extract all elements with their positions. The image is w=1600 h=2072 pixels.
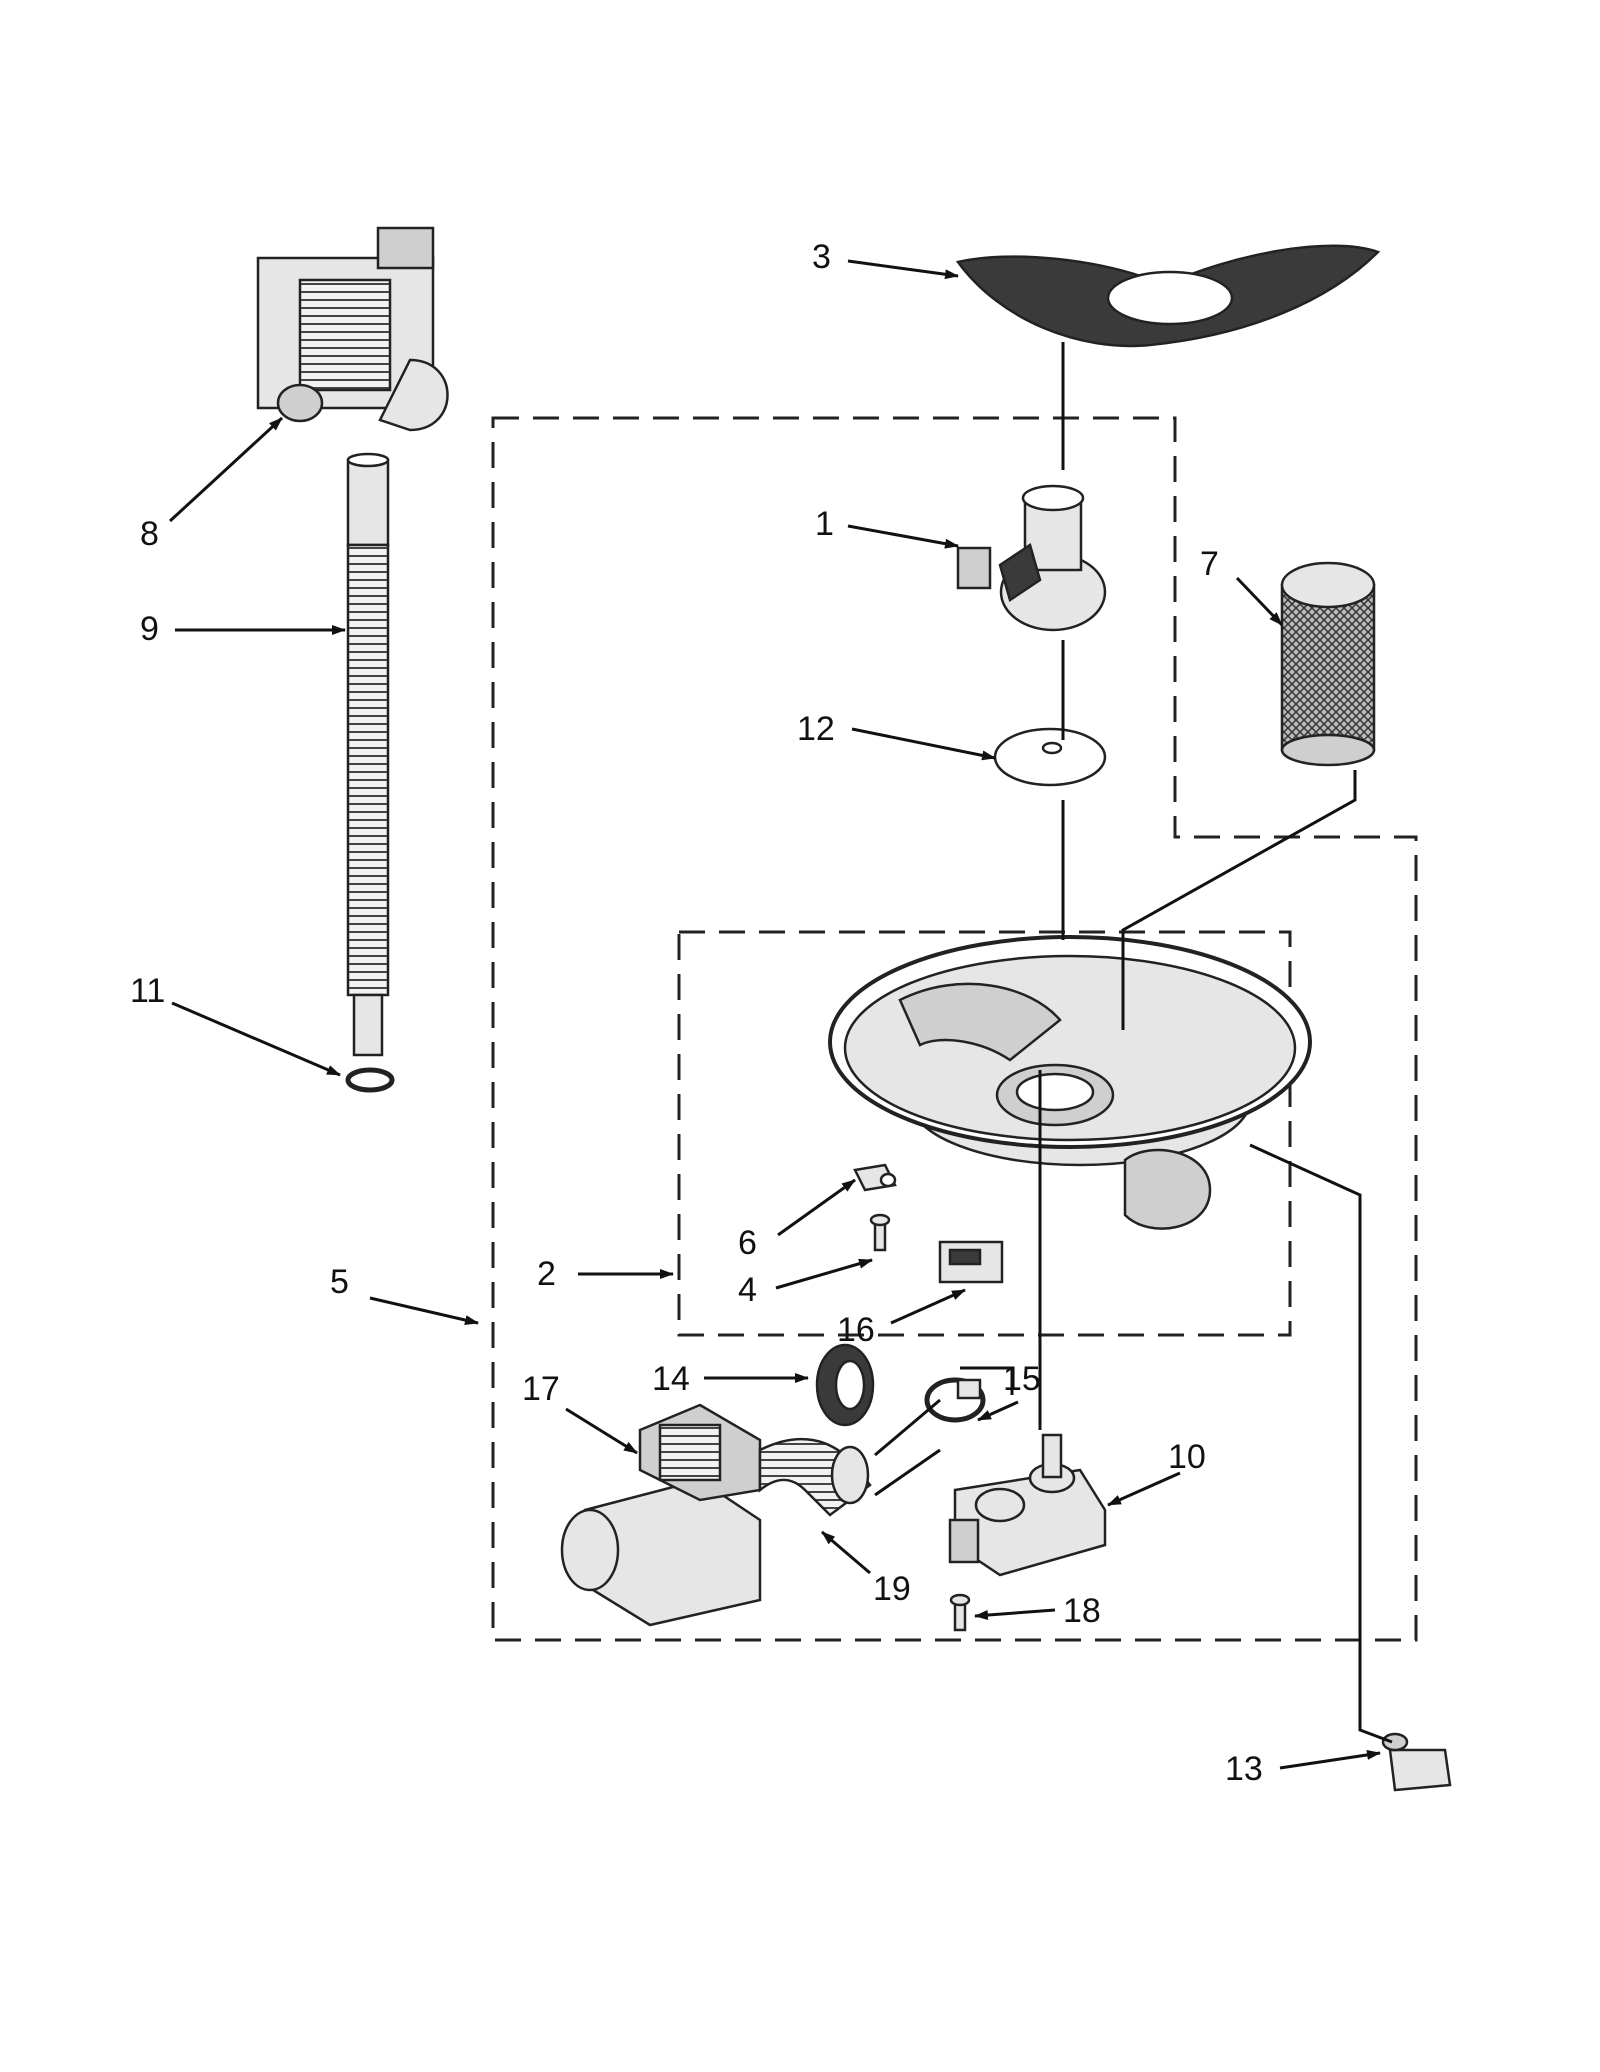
group-box-sump-assembly [491,416,1418,1642]
callout-16: 16 [837,1311,875,1349]
callout-9: 9 [140,610,159,648]
group-box-sump-base [677,930,1292,1337]
clamp-part-15 [924,1377,986,1423]
callout-12: 12 [797,710,835,748]
callout-3: 3 [812,238,831,276]
screw-part-4 [869,1213,891,1252]
sensor-motor-part [948,1433,1107,1577]
callout-19: 19 [873,1570,911,1608]
leader-lines [168,259,1381,1770]
callout-5: 5 [330,1263,349,1301]
drain-pump-part [256,226,449,432]
callout-7: 7 [1200,545,1219,583]
seal-part [815,1343,875,1427]
callout-8: 8 [140,515,159,553]
circulation-pump-part [560,1403,762,1627]
callout-11: 11 [130,972,165,1010]
sump-base-part [828,935,1312,1230]
connection-lines [874,342,1393,1744]
diverter-housing-part [956,484,1107,632]
callout-6: 6 [738,1224,757,1262]
callout-17: 17 [522,1370,560,1408]
drain-hose-part [346,452,390,1057]
filter-shield-part [955,244,1381,348]
callout-4: 4 [738,1271,757,1309]
callout-18: 18 [1063,1592,1101,1630]
callout-10: 10 [1168,1438,1206,1476]
fine-filter-part [1280,561,1376,767]
disc-part [993,727,1107,787]
callout-13: 13 [1225,1750,1263,1788]
callout-15: 15 [1003,1360,1041,1398]
callout-labels: 3 1 12 7 8 9 11 6 4 16 2 5 14 15 17 19 1… [130,238,1263,1788]
screw-part-18 [949,1593,971,1632]
callout-2: 2 [537,1255,556,1293]
callout-14: 14 [652,1360,690,1398]
bracket-part [853,1163,897,1192]
hose-clamp-part [345,1067,395,1093]
pump-hose-part [758,1437,872,1517]
thermistor-part [1381,1732,1452,1792]
callout-1: 1 [815,505,834,543]
connector-part [938,1240,1004,1284]
